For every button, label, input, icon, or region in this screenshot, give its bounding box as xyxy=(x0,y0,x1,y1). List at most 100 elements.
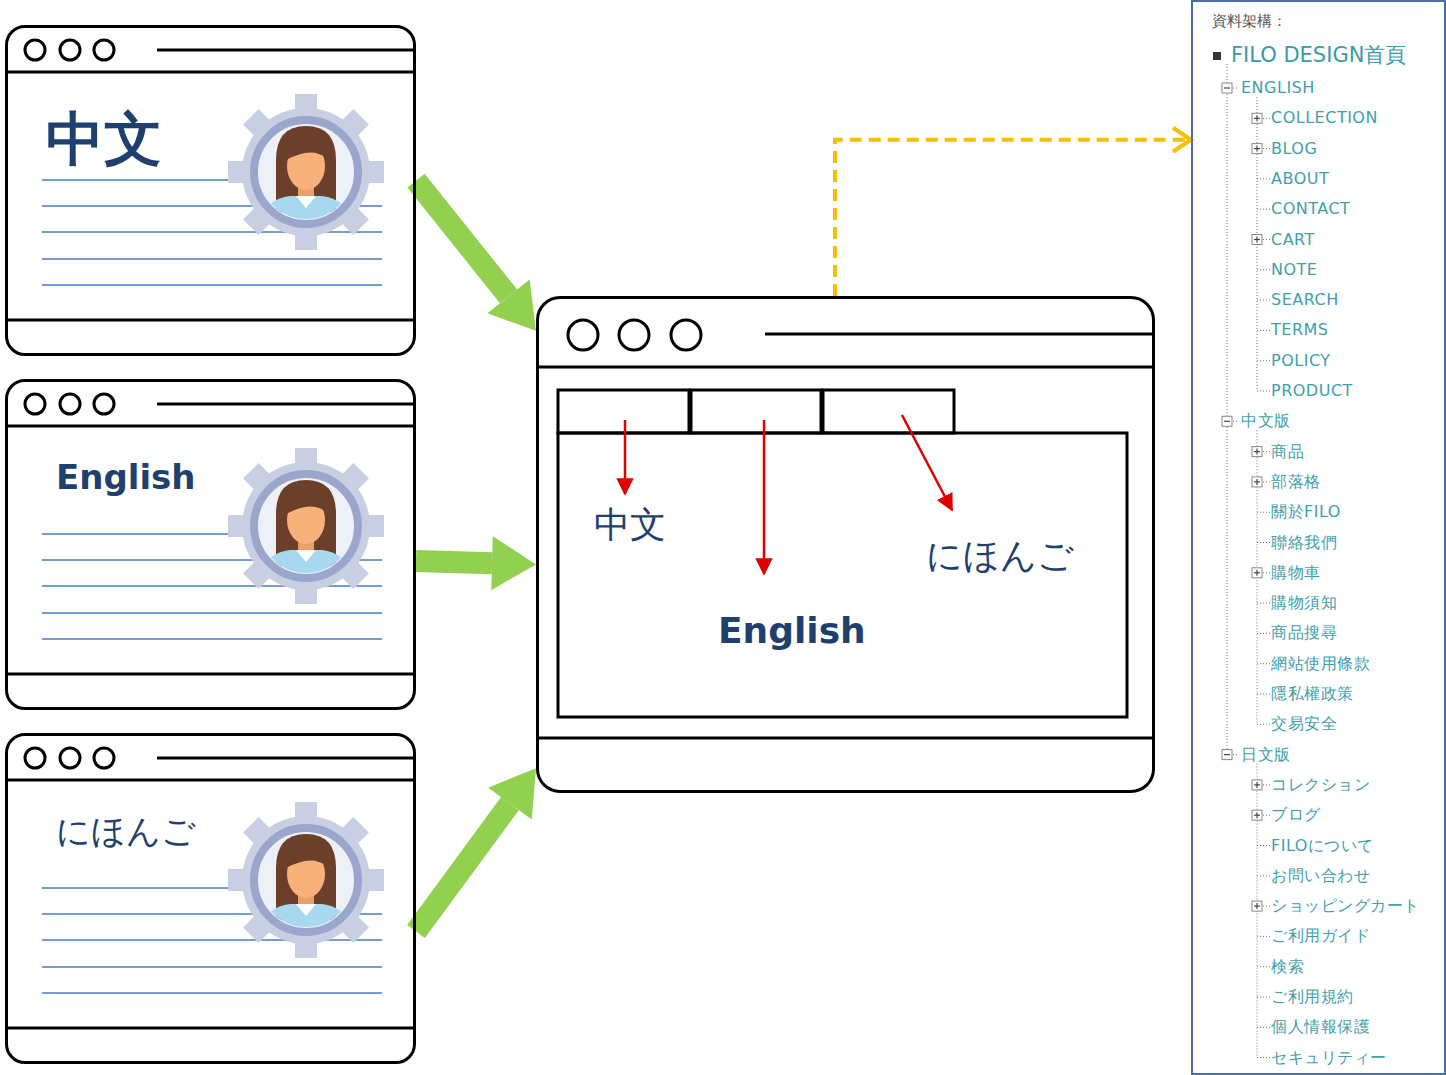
tree-item: 商品 xyxy=(1271,441,1304,463)
node-text: 中文 xyxy=(594,504,666,545)
tree-toggle xyxy=(1256,146,1257,152)
tree-item: セキュリティー xyxy=(1271,1047,1387,1069)
node-text: English xyxy=(56,458,196,497)
tree-toggle xyxy=(1224,87,1230,88)
tree-item: PRODUCT xyxy=(1271,380,1353,402)
tree-item: 交易安全 xyxy=(1271,713,1337,735)
tree-item: 検索 xyxy=(1271,956,1304,978)
tree-line xyxy=(1257,603,1270,604)
node-text: English xyxy=(718,610,866,651)
tree-toggle xyxy=(1252,235,1262,245)
tab-arrow xyxy=(763,420,766,574)
tree-item: POLICY xyxy=(1271,350,1331,372)
tab-arrows xyxy=(625,415,952,574)
connector-line xyxy=(416,181,509,297)
window-chrome xyxy=(5,394,416,674)
tree-toggle xyxy=(1224,421,1230,422)
tree-item: 購物須知 xyxy=(1271,592,1337,614)
tree-item: FILOについて xyxy=(1271,835,1374,857)
tree-item: SEARCH xyxy=(1271,289,1339,311)
tree-line xyxy=(1257,391,1270,392)
connector xyxy=(835,128,1191,296)
tree-item: 部落格 xyxy=(1271,471,1321,493)
tree-line xyxy=(1257,300,1270,301)
tree-line xyxy=(1257,178,1270,179)
tree-toggle xyxy=(1256,115,1257,121)
browser-window: にほんご xyxy=(5,733,416,1064)
tree-toggle xyxy=(1256,812,1257,818)
tree-line xyxy=(1257,694,1270,695)
tab-arrow xyxy=(624,420,627,494)
tree-item: ご利用規約 xyxy=(1271,986,1354,1008)
tree-toggle xyxy=(1252,780,1262,790)
tree-item: ABOUT xyxy=(1271,168,1329,190)
tree-toggle xyxy=(1256,570,1257,576)
tree-toggle xyxy=(1252,810,1262,820)
tree-line xyxy=(1257,330,1270,331)
tree-line xyxy=(1257,542,1270,543)
tree-toggle xyxy=(1256,449,1257,455)
tree-line xyxy=(1257,512,1270,513)
browser-window: English xyxy=(5,379,416,710)
tree-line xyxy=(1257,875,1270,876)
tree-toggle xyxy=(1256,903,1257,909)
tree-item: ご利用ガイド xyxy=(1271,925,1370,947)
tree-line xyxy=(1257,633,1270,634)
center-window-chrome xyxy=(536,320,1155,738)
connector xyxy=(416,768,536,931)
tree-item: COLLECTION xyxy=(1271,107,1378,129)
site-title: FILO DESIGN首頁 xyxy=(1231,42,1406,68)
tree-line xyxy=(1257,360,1270,361)
connector-line xyxy=(835,140,1188,296)
tree-line xyxy=(1257,845,1270,846)
tree-toggle xyxy=(1252,477,1262,487)
tree-toggle xyxy=(1222,416,1232,426)
tree-line xyxy=(1227,64,1228,755)
tab xyxy=(823,390,954,433)
connector-line xyxy=(416,804,510,932)
tree-item: 關於FILO xyxy=(1271,501,1341,523)
content-panel xyxy=(558,433,1127,717)
node-text: 中文 xyxy=(46,106,162,173)
tree-line xyxy=(1257,997,1270,998)
node-text: 資料架構： xyxy=(1212,13,1287,30)
tree-item: 個人情報保護 xyxy=(1271,1016,1370,1038)
connector xyxy=(416,181,536,331)
tree-toggle xyxy=(1252,568,1262,578)
tree-item: 購物車 xyxy=(1271,562,1321,584)
tree-toggle xyxy=(1222,750,1232,760)
tree-section: 中文版 xyxy=(1241,410,1291,432)
tree-toggle xyxy=(1252,447,1262,457)
tree-toggle xyxy=(1224,754,1230,755)
tree-item: お問い合わせ xyxy=(1271,865,1370,887)
tree-item: 網站使用條款 xyxy=(1271,653,1370,675)
tree-toggle xyxy=(1252,144,1262,154)
node-text: にほんご xyxy=(926,535,1074,576)
tree-line xyxy=(1257,1027,1270,1028)
tab xyxy=(558,390,689,433)
tree-item: 聯絡我們 xyxy=(1271,532,1337,554)
tree-line xyxy=(1257,209,1270,210)
tree-toggle xyxy=(1252,901,1262,911)
browser-window: 中文 xyxy=(5,25,416,356)
connector xyxy=(416,536,536,590)
tree-toggle xyxy=(1256,782,1257,788)
multilingual-window: 中文 English にほんご xyxy=(536,296,1155,793)
window-chrome xyxy=(5,748,416,1028)
tree-toggle xyxy=(1256,479,1257,485)
tree-line xyxy=(1257,269,1270,270)
tree-item: TERMS xyxy=(1271,319,1328,341)
node-text: にほんご xyxy=(56,812,196,851)
connector-line xyxy=(416,561,492,563)
tree-lines xyxy=(1222,64,1270,1058)
tree-line xyxy=(1257,966,1270,967)
tree-line xyxy=(1257,724,1270,725)
tree-section: ENGLISH xyxy=(1241,77,1315,99)
tree-item: CONTACT xyxy=(1271,198,1350,220)
tree-line xyxy=(1257,936,1270,937)
tree-item: 隱私權政策 xyxy=(1271,683,1354,705)
arrowhead xyxy=(491,536,536,590)
